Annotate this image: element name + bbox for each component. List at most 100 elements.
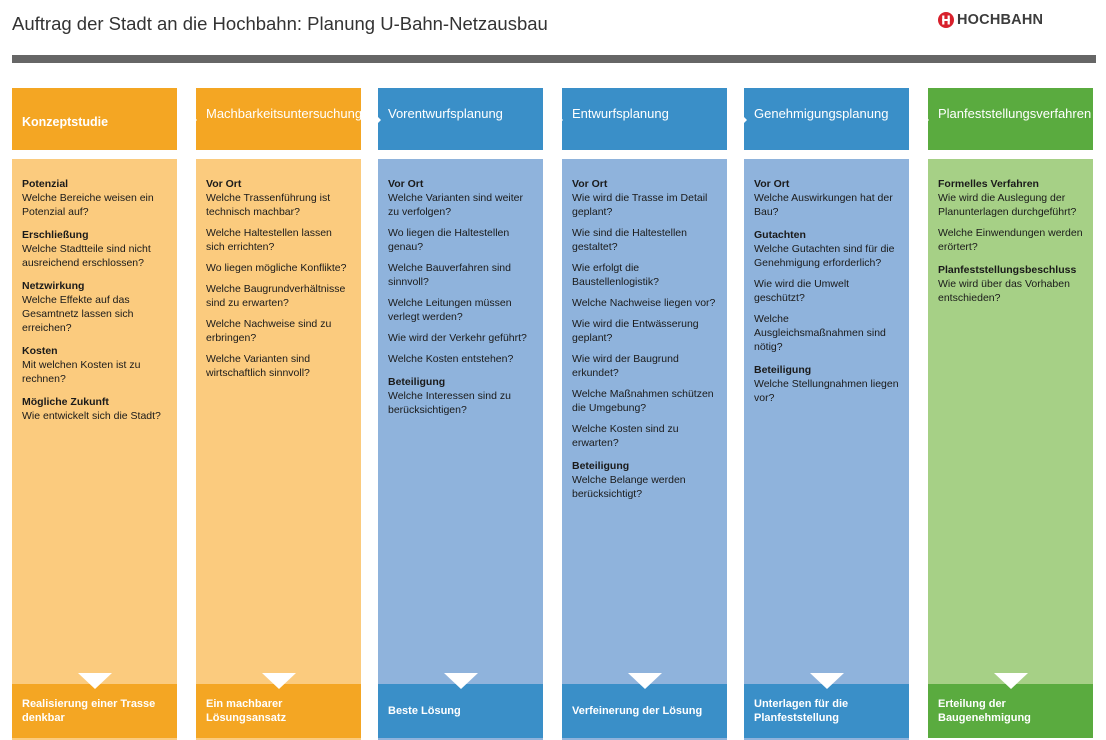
chevron-right-icon [909, 109, 929, 131]
question-item: Welche Leitungen müssen verlegt werden? [388, 297, 512, 323]
chevron-right-icon [361, 109, 381, 131]
question-item: Wo liegen die Haltestellen genau? [388, 227, 510, 253]
question-group-title: Vor Ort [754, 178, 790, 190]
question-item: Welche Baugrundverhältnisse sind zu erwa… [206, 283, 346, 309]
arrow-down-icon [994, 673, 1028, 689]
question-group-title: Beteiligung [388, 376, 446, 388]
question-item: Welche Ausgleichsmaßnahmen sind nötig? [754, 313, 886, 353]
arrow-down-icon [78, 673, 112, 689]
question-group-title: Kosten [22, 345, 58, 357]
question-group-title: Erschließung [22, 229, 89, 241]
phase-outcome: Realisierung einer Trasse denkbar [12, 684, 177, 738]
question-item: Welche Maßnahmen schützen die Umgebung? [572, 388, 714, 414]
phase-header: Machbarkeitsuntersuchung [196, 88, 362, 150]
question-item: Welche Gutachten sind für die Genehmigun… [754, 243, 895, 269]
chevron-right-icon [727, 109, 747, 131]
logo-text: HOCHBAHN [957, 12, 1044, 28]
arrow-down-icon [444, 673, 478, 689]
question-item: Wie wird die Umwelt geschützt? [754, 278, 850, 304]
question-item: Wie sind die Haltestellen gestaltet? [572, 227, 687, 253]
question-group-title: Beteiligung [572, 460, 630, 472]
question-item: Welche Interessen sind zu berücksichtige… [388, 390, 511, 416]
phase-header: Konzeptstudie [12, 88, 177, 150]
question-item: Welche Stellungnahmen liegen vor? [754, 378, 899, 404]
question-group-title: Vor Ort [388, 178, 424, 190]
hochbahn-logo: HOCHBAHN [938, 12, 1043, 28]
question-item: Wie entwickelt sich die Stadt? [22, 410, 161, 422]
phase-header: Vorentwurfsplanung [378, 88, 543, 150]
question-item: Welche Einwendungen werden erörtert? [938, 227, 1083, 253]
hochbahn-logo-icon [938, 12, 954, 28]
question-group-title: Netzwirkung [22, 280, 85, 292]
question-item: Welche Varianten sind wirtschaftlich sin… [206, 353, 311, 379]
question-item: Welche Bauverfahren sind sinnvoll? [388, 262, 511, 288]
question-item: Wie erfolgt die Baustellenlogistik? [572, 262, 659, 288]
question-item: Welche Bereiche weisen ein Potenzial auf… [22, 192, 154, 218]
question-item: Wie wird der Verkehr geführt? [388, 332, 527, 344]
question-item: Wie wird die Entwässerung geplant? [572, 318, 699, 344]
question-item: Welche Kosten entstehen? [388, 353, 514, 365]
page-title: Auftrag der Stadt an die Hochbahn: Planu… [12, 13, 548, 34]
chevron-right-icon [177, 109, 197, 131]
question-item: Wie wird die Auslegung der Planunterlage… [938, 192, 1077, 218]
phase-outcome: Erteilung der Baugenehmigung [928, 684, 1093, 738]
question-item: Welche Nachweise sind zu erbringen? [206, 318, 332, 344]
question-item: Wo liegen mögliche Konflikte? [206, 262, 347, 274]
arrow-down-icon [810, 673, 844, 689]
question-item: Mit welchen Kosten ist zu rechnen? [22, 359, 141, 385]
phase-header: Planfeststellungsverfahren [928, 88, 1093, 150]
question-item: Wie wird der Baugrund erkundet? [572, 353, 679, 379]
arrow-down-icon [262, 673, 296, 689]
question-group-title: Gutachten [754, 229, 806, 241]
phase-outcome: Ein machbarer Lösungsansatz [196, 684, 361, 738]
question-group-title: Beteiligung [754, 364, 812, 376]
question-item: Wie wird über das Vorhaben entschieden? [938, 278, 1070, 304]
question-item: Welche Haltestellen lassen sich errichte… [206, 227, 332, 253]
phase-outcome: Unterlagen für die Planfeststellung [744, 684, 909, 738]
question-group-title: Vor Ort [206, 178, 242, 190]
question-item: Welche Trassenführung ist technisch mach… [206, 192, 331, 218]
question-item: Welche Auswirkungen hat der Bau? [754, 192, 893, 218]
question-item: Welche Kosten sind zu erwarten? [572, 423, 679, 449]
question-group-title: Mögliche Zukunft [22, 396, 109, 408]
question-item: Welche Belange werden berücksichtigt? [572, 474, 686, 500]
question-item: Wie wird die Trasse im Detail geplant? [572, 192, 708, 218]
question-group-title: Formelles Verfahren [938, 178, 1039, 190]
question-item: Welche Stadtteile sind nicht ausreichend… [22, 243, 151, 269]
question-item: Welche Nachweise liegen vor? [572, 297, 716, 309]
question-group-title: Planfeststellungsbeschluss [938, 264, 1077, 276]
question-item: Welche Effekte auf das Gesamtnetz lassen… [22, 294, 134, 334]
chevron-right-icon [543, 109, 563, 131]
arrow-down-icon [628, 673, 662, 689]
phase-outcome: Beste Lösung [378, 684, 543, 738]
phase-outcome: Verfeinerung der Lösung [562, 684, 727, 738]
question-group-title: Vor Ort [572, 178, 608, 190]
question-item: Welche Varianten sind weiter zu verfolge… [388, 192, 524, 218]
phase-header: Entwurfsplanung [562, 88, 727, 150]
question-group-title: Potenzial [22, 178, 69, 190]
